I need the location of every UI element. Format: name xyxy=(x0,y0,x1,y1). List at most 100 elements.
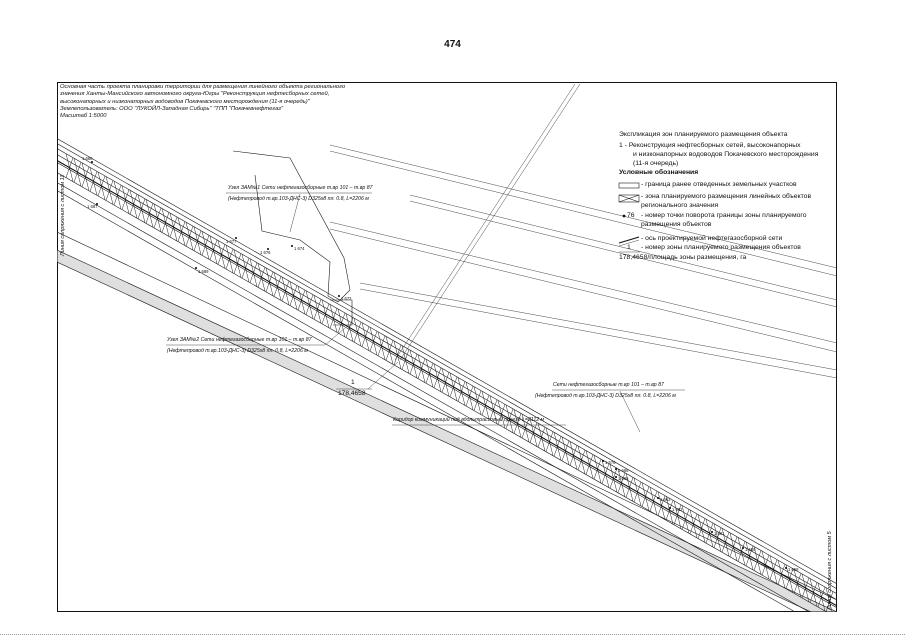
scan-edge-noise xyxy=(0,634,905,635)
planned-zone-hatch xyxy=(817,586,826,608)
annotation-network-line1: Сети нефтегазосборные т.вр 101 – т.вр 87 xyxy=(553,382,664,388)
corridor-line xyxy=(57,162,837,609)
planned-zone-hatch xyxy=(441,372,450,393)
corridor-line xyxy=(57,138,837,585)
road-line xyxy=(329,228,837,353)
planned-zone-hatch xyxy=(129,194,138,215)
planned-zone-hatch xyxy=(689,513,698,535)
turn-point-label: 1 687 xyxy=(87,204,98,209)
legend-point-number: 76 xyxy=(627,212,635,219)
legend-symbols xyxy=(618,182,640,253)
planned-zone-hatch xyxy=(153,207,162,228)
legend-zone-number: 1 xyxy=(627,244,631,251)
road-line xyxy=(329,221,837,344)
planned-zone-hatch xyxy=(505,408,514,429)
planned-zone-hatch xyxy=(321,303,330,324)
planned-zone-hatch xyxy=(81,166,90,187)
turn-point-label: 1 661 xyxy=(714,531,725,536)
planned-zone-hatch xyxy=(641,486,650,507)
turn-point-marker xyxy=(96,203,98,205)
page-number: 474 xyxy=(444,39,461,50)
allotment-boundary xyxy=(330,299,353,326)
corridor-line xyxy=(57,190,796,612)
planned-zone-hatch xyxy=(561,440,570,461)
planned-zone-hatch xyxy=(425,363,434,384)
planned-zone-hatch xyxy=(169,216,178,238)
planned-zone-hatch xyxy=(513,413,522,434)
planned-zone-hatch xyxy=(105,180,114,201)
planned-zone-hatch xyxy=(761,554,770,576)
planned-zone-hatch xyxy=(673,504,682,525)
turn-point-marker xyxy=(742,547,744,549)
turn-point-label: 1 663 xyxy=(660,497,671,502)
planned-zone-hatch xyxy=(273,276,282,297)
planned-zone-hatch xyxy=(161,212,170,233)
annotation-line: Узел ЗАМ№1 Сети нефтегазосборные т.вр 10… xyxy=(228,185,373,191)
planned-zone-hatch xyxy=(329,308,338,329)
annotation-network-line2: (Нефтепровод т.вр.103-ДНС-3) D325х8 пл. … xyxy=(535,393,676,399)
allotment-boundary xyxy=(232,150,351,303)
planned-zone-hatch xyxy=(209,239,218,260)
corridor-line xyxy=(57,148,837,595)
planned-zone-hatch xyxy=(241,258,250,279)
pipeline-line xyxy=(399,83,581,361)
planned-zone-hatch xyxy=(721,532,730,553)
zone-number-label: 1 xyxy=(351,379,355,386)
legend-zone-area: 178,4658 xyxy=(619,254,648,261)
turn-point-marker xyxy=(615,468,617,470)
planned-zone-hatch xyxy=(65,157,74,178)
planned-zone-hatch xyxy=(585,454,594,475)
turn-point-marker xyxy=(615,476,617,478)
zone-label-leader xyxy=(367,361,399,390)
existing-road-lines xyxy=(329,144,837,379)
planned-zone xyxy=(57,138,837,612)
turn-point-marker xyxy=(267,248,269,250)
planned-zone-hatch xyxy=(457,381,466,402)
planned-zone-hatch xyxy=(313,299,322,320)
annotation-line: (Нефтепровод т.вр.103-ДНС-3) D325х8 пл. … xyxy=(167,347,308,354)
planned-zone-hatch xyxy=(521,417,530,439)
turn-point-label: 1 662 xyxy=(672,507,683,512)
planned-zone-hatch xyxy=(473,390,482,411)
turn-point-marker xyxy=(338,295,340,297)
turn-point-label: 1 689 xyxy=(198,269,209,274)
planned-zone-hatch xyxy=(529,422,538,443)
corridor-line xyxy=(57,182,810,612)
planned-zone-hatch xyxy=(633,481,642,503)
turn-point-label: 1 660 xyxy=(745,547,756,552)
legend-conventions-title: Условные обозначения xyxy=(619,169,699,176)
planned-zone-hatch xyxy=(345,317,354,338)
annotation-leaders xyxy=(166,192,685,433)
planned-zone-hatch xyxy=(593,459,602,480)
header-scale: Масштаб 1:5000 xyxy=(60,113,107,120)
turn-point-symbol xyxy=(622,214,626,218)
planned-zone-hatch xyxy=(537,427,546,448)
planned-zone-hatch xyxy=(73,162,82,183)
planned-zone-hatch xyxy=(369,331,378,352)
turn-point-label: 1 666 xyxy=(618,468,629,473)
planned-zone-hatch xyxy=(705,522,714,544)
header-line: Основная часть проекта планировки террит… xyxy=(60,84,346,90)
planned-zone-symbol xyxy=(618,194,640,203)
planned-zone-hatch xyxy=(201,235,210,256)
corridor-line xyxy=(57,154,837,601)
planned-zone-hatch xyxy=(401,349,410,370)
planned-zone-hatch xyxy=(385,340,394,361)
axis-symbol xyxy=(618,236,640,244)
legend-zone-number-text: - номер зоны планируемого размещения объ… xyxy=(641,244,801,251)
turn-point-label: 1 677 xyxy=(226,239,237,244)
legend-boundary-text: - граница ранее отведенных земельных уча… xyxy=(641,181,797,188)
planned-zone-hatch xyxy=(777,564,786,585)
annotation-leader xyxy=(289,193,301,233)
planned-zone-hatch xyxy=(497,404,506,425)
annotation-node-2: Узел ЗАМ№2 Сети нефтегазосборные т.вр 10… xyxy=(167,335,312,356)
legend-zone-text: - зона планируемого размещения линейных … xyxy=(641,193,812,200)
annotation-node-1: Узел ЗАМ№1 Сети нефтегазосборные т.вр 10… xyxy=(228,183,373,204)
planned-zone-hatch xyxy=(489,399,498,420)
planned-zone-hatch xyxy=(409,353,418,375)
planned-zone-hatch xyxy=(433,367,442,388)
corridor-line xyxy=(57,143,837,590)
planned-zone-hatch xyxy=(353,322,362,343)
legend-zone-line: (11-я очередь) xyxy=(633,160,679,167)
annotation-leader xyxy=(619,390,641,433)
